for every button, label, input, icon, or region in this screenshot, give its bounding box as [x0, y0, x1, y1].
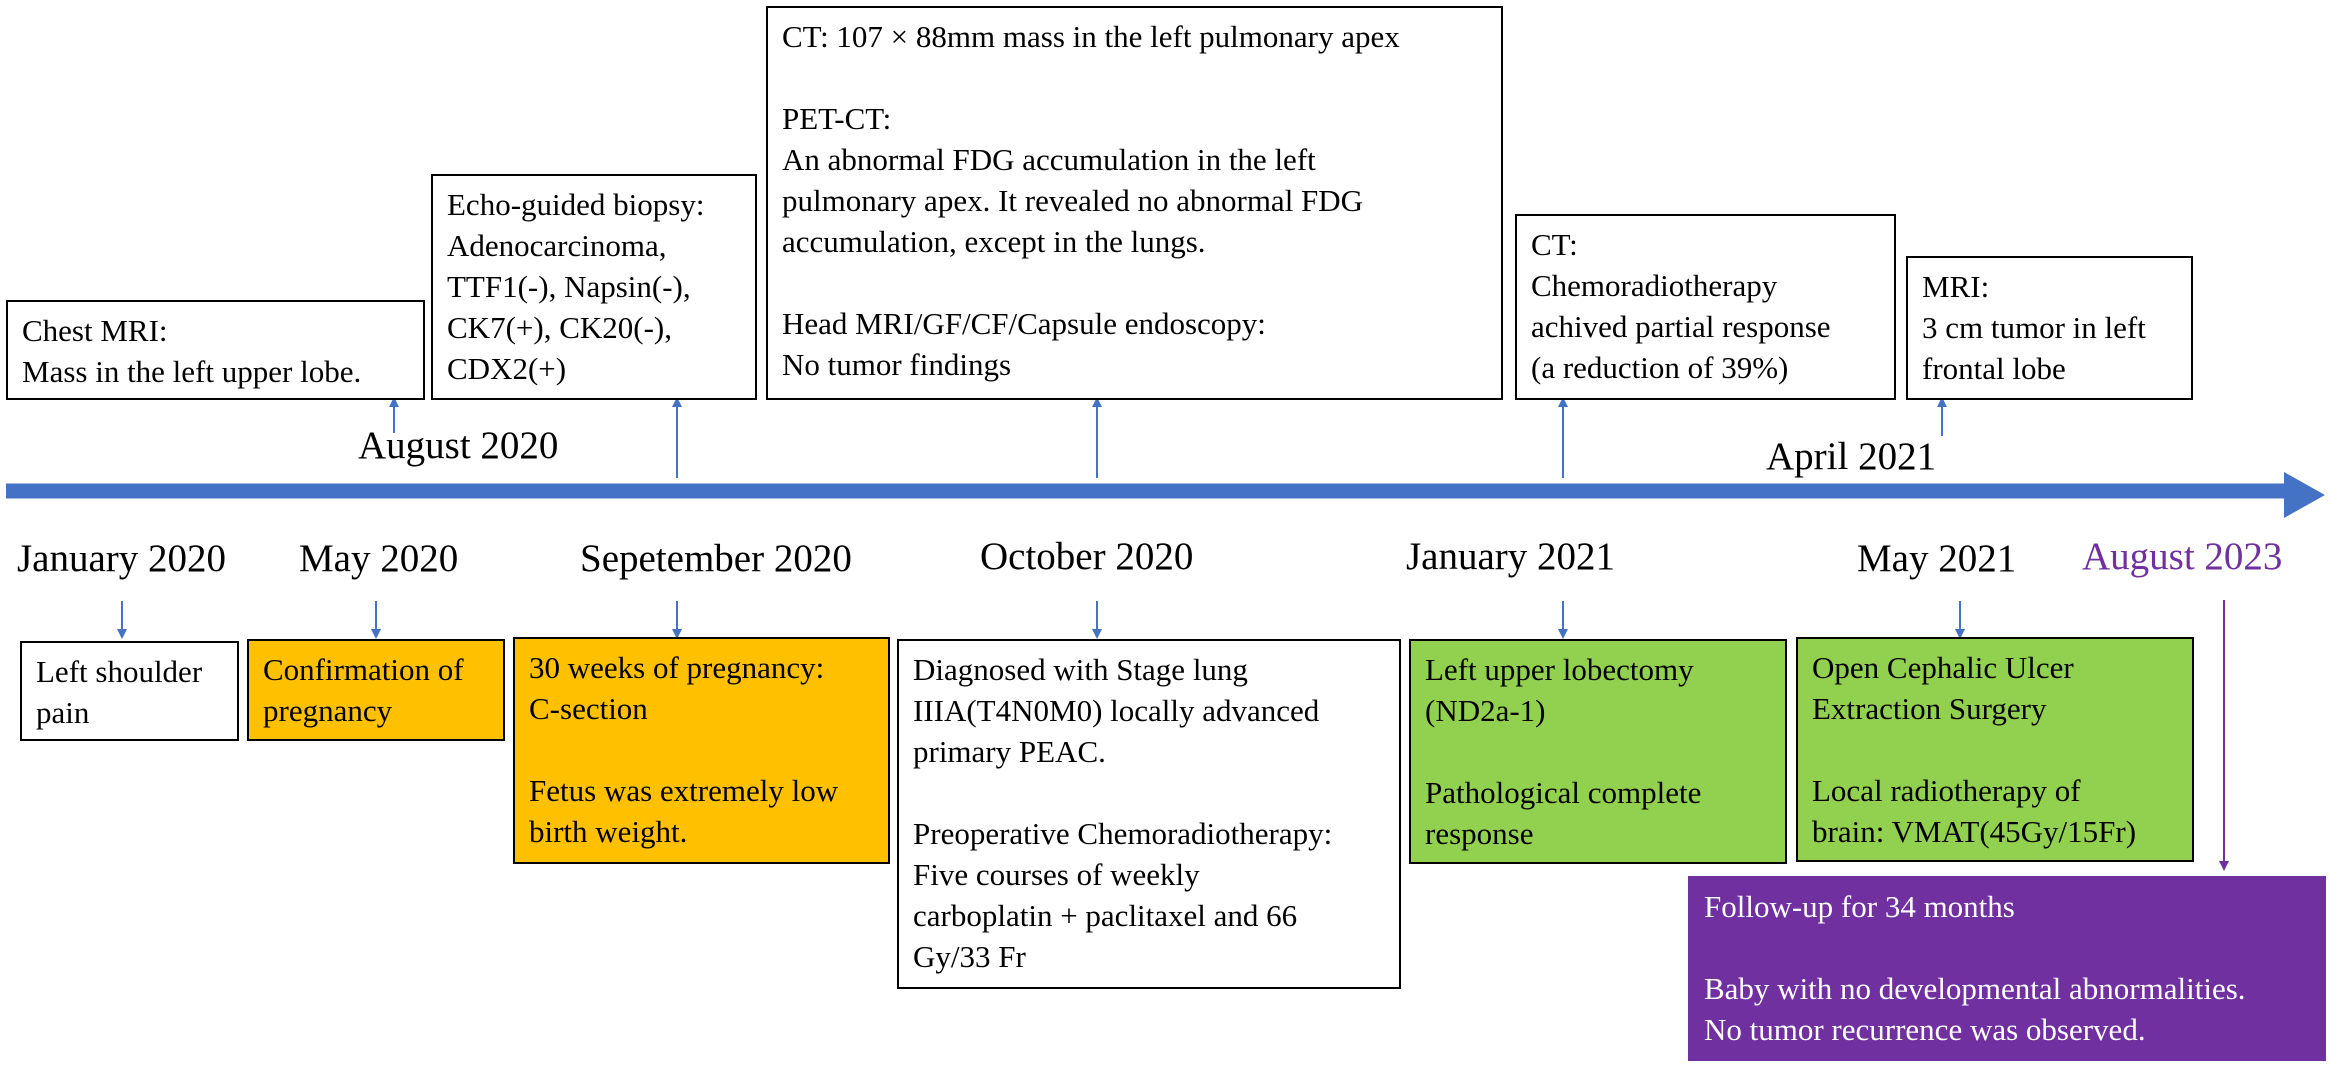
date-august-2023: August 2023 [2082, 535, 2283, 578]
biopsy-box: Echo-guided biopsy: Adenocarcinoma, TTF1… [431, 174, 757, 400]
surgery-box: Open Cephalic Ulcer Extraction Surgery L… [1796, 637, 2194, 862]
date-may-2020: May 2020 [299, 537, 459, 580]
date-august-2020: August 2020 [358, 424, 559, 467]
mri-brain-box: MRI: 3 cm tumor in left frontal lobe [1906, 256, 2193, 400]
date-may-2021: May 2021 [1857, 537, 2017, 580]
date-september-2020: Sepetember 2020 [580, 537, 852, 580]
chest-mri-box: Chest MRI: Mass in the left upper lobe. [6, 300, 425, 400]
date-april-2021: April 2021 [1766, 435, 1937, 478]
ct-petct-box: CT: 107 × 88mm mass in the left pulmonar… [766, 6, 1503, 400]
csection-box: 30 weeks of pregnancy: C-section Fetus w… [513, 637, 890, 864]
lobectomy-box: Left upper lobectomy (ND2a-1) Pathologic… [1409, 639, 1787, 864]
diagnosis-box: Diagnosed with Stage lung IIIA(T4N0M0) l… [897, 639, 1401, 989]
pregnancy-box: Confirmation of pregnancy [247, 639, 505, 741]
ct-response-box: CT: Chemoradiotherapy achived partial re… [1515, 214, 1896, 400]
date-october-2020: October 2020 [980, 535, 1194, 578]
shoulder-pain-box: Left shoulder pain [20, 641, 239, 741]
date-january-2020: January 2020 [17, 537, 227, 580]
date-january-2021: January 2021 [1406, 535, 1616, 578]
timeline-arrowhead [2284, 472, 2325, 518]
followup-box: Follow-up for 34 months Baby with no dev… [1688, 876, 2326, 1061]
